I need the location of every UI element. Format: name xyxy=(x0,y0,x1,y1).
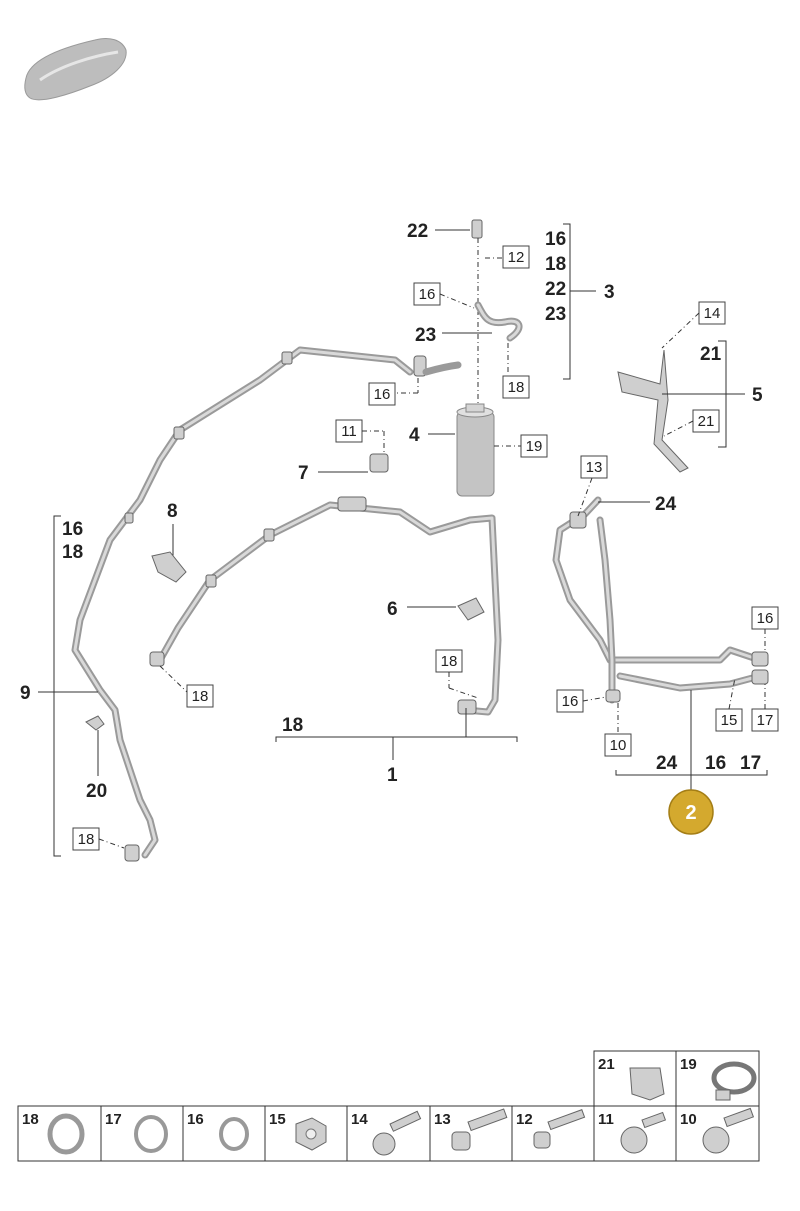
connector-7: 11 7 xyxy=(298,419,389,484)
g2-17: 17 xyxy=(740,753,761,774)
g1-18: 18 xyxy=(282,715,303,736)
g2-24: 24 xyxy=(656,753,678,774)
box-21: 21 xyxy=(698,413,715,430)
callout-8: 8 xyxy=(167,501,178,522)
hose-clamp-icon xyxy=(711,1061,757,1101)
table-cell-21: 21 xyxy=(598,1056,615,1073)
table-cell-16: 16 xyxy=(187,1111,204,1128)
callout-3: 3 xyxy=(604,282,615,303)
box-18: 18 xyxy=(192,688,209,705)
g3-18: 18 xyxy=(545,254,566,275)
callout-4: 4 xyxy=(409,425,420,446)
table-cell-13: 13 xyxy=(434,1111,451,1128)
table-cell-11: 11 xyxy=(598,1111,614,1128)
table-cell-19: 19 xyxy=(680,1056,697,1073)
nut-icon xyxy=(295,1117,327,1151)
pipe-2: 13 24 16 16 15 17 10 24 16 17 2 xyxy=(552,455,779,835)
box-16: 16 xyxy=(757,610,774,627)
o-ring-icon xyxy=(47,1113,85,1155)
bolt-icon xyxy=(533,1109,586,1149)
pipe-9: 16 9 16 18 20 18 xyxy=(20,346,462,862)
box-18: 18 xyxy=(78,831,95,848)
box-13: 13 xyxy=(586,459,603,476)
bolt-icon xyxy=(702,1107,755,1154)
sensor-part xyxy=(471,219,483,239)
clip-icon xyxy=(85,715,105,731)
callout-7: 7 xyxy=(298,463,309,484)
parts-table: 21 19 18 17 16 15 14 13 12 11 10 xyxy=(17,1050,760,1162)
highlight-badge[interactable] xyxy=(668,789,714,835)
g9-18: 18 xyxy=(62,542,83,563)
box-18: 18 xyxy=(441,653,458,670)
callout-6: 6 xyxy=(387,599,398,620)
table-cell-12: 12 xyxy=(516,1111,533,1128)
callout-24: 24 xyxy=(655,494,677,515)
group-3: 22 12 16 23 18 16 18 22 23 3 xyxy=(407,219,615,405)
callout-9: 9 xyxy=(20,683,31,704)
table-cell-15: 15 xyxy=(269,1111,286,1128)
box-16: 16 xyxy=(562,693,579,710)
callout-1: 1 xyxy=(387,765,398,786)
table-cell-10: 10 xyxy=(680,1111,697,1128)
table-cell-17: 17 xyxy=(105,1111,122,1128)
box-18: 18 xyxy=(508,379,525,396)
box-19: 19 xyxy=(526,438,543,455)
o-ring-icon xyxy=(219,1117,249,1151)
callout-20: 20 xyxy=(86,781,107,802)
g3-23: 23 xyxy=(545,304,566,325)
box-17: 17 xyxy=(757,712,774,729)
pipe-1: 18 18 6 18 1 xyxy=(149,496,518,786)
box-12: 12 xyxy=(508,249,525,266)
highlight-label: 2 xyxy=(685,802,696,824)
bolt-icon xyxy=(451,1108,508,1151)
box-15: 15 xyxy=(721,712,738,729)
box-14: 14 xyxy=(704,305,721,322)
g5-21: 21 xyxy=(700,344,722,365)
callout-23: 23 xyxy=(415,325,436,346)
g2-16: 16 xyxy=(705,753,726,774)
box-11: 11 xyxy=(341,423,357,440)
bracket-5: 14 5 21 21 xyxy=(617,301,763,473)
valve-8: 8 xyxy=(151,501,187,583)
g9-16: 16 xyxy=(62,519,83,540)
bolt-icon xyxy=(372,1110,422,1156)
car-silhouette-icon xyxy=(24,37,127,101)
o-ring-icon xyxy=(134,1115,168,1153)
clip-icon xyxy=(629,1067,665,1101)
box-10: 10 xyxy=(610,737,627,754)
table-cell-14: 14 xyxy=(351,1111,368,1128)
g3-16: 16 xyxy=(545,229,566,250)
table-cell-18: 18 xyxy=(22,1111,39,1128)
callout-5: 5 xyxy=(752,385,763,406)
box-16: 16 xyxy=(419,286,436,303)
g3-22: 22 xyxy=(545,279,566,300)
box-16: 16 xyxy=(374,386,391,403)
callout-22: 22 xyxy=(407,221,428,242)
receiver-drier-4: 4 19 xyxy=(409,403,548,497)
bolt-icon xyxy=(620,1111,667,1154)
